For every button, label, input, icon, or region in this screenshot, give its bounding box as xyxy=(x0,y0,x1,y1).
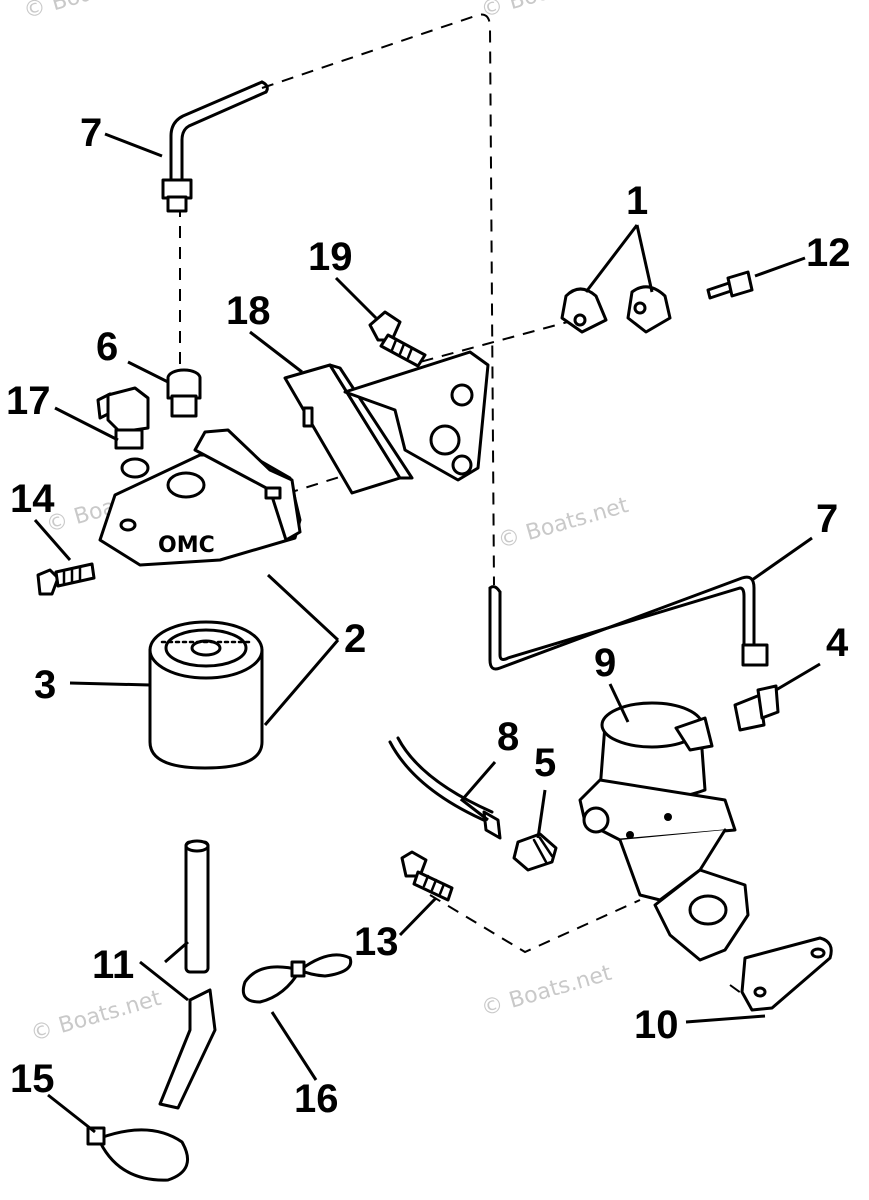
watermark-text: © Boats.net xyxy=(21,0,157,24)
screw-icon xyxy=(400,850,454,902)
fitting-icon xyxy=(733,684,780,732)
callout-19: 19 xyxy=(308,235,353,279)
callout-14: 14 xyxy=(10,477,55,521)
callout-2: 2 xyxy=(344,617,366,661)
leader-lines xyxy=(33,132,821,1134)
clamp-icon xyxy=(560,285,672,334)
tie-strap-icon xyxy=(241,953,353,1004)
filter-base-icon: OMC xyxy=(98,428,302,567)
bolt-icon xyxy=(368,310,427,368)
watermark-text: © Boats.net xyxy=(478,0,614,23)
filter-bracket-icon xyxy=(283,350,490,495)
callout-9: 9 xyxy=(594,641,616,685)
callout-17: 17 xyxy=(6,379,51,423)
elbow-fitting-icon xyxy=(96,386,150,450)
watermark-text: © Boats.net xyxy=(479,961,615,1022)
callout-4: 4 xyxy=(826,621,849,665)
watermark-text: © Boats.net xyxy=(495,493,631,554)
callout-7-upper: 7 xyxy=(80,111,102,155)
callout-3: 3 xyxy=(34,663,56,707)
gasket-icon xyxy=(740,936,833,1012)
callout-labels: 1 2 3 4 5 6 7 7 8 9 10 11 12 13 14 15 16… xyxy=(6,111,851,1121)
fuel-line-icon xyxy=(488,575,769,671)
callout-5: 5 xyxy=(534,741,556,785)
fuel-filter-icon xyxy=(148,620,264,770)
watermark-text: © Boats.net xyxy=(28,986,164,1047)
screw-icon xyxy=(36,562,96,596)
callout-6: 6 xyxy=(96,325,118,369)
filter-base-marking: OMC xyxy=(158,533,215,558)
callout-16: 16 xyxy=(294,1077,339,1121)
callout-15: 15 xyxy=(10,1057,55,1101)
callout-8: 8 xyxy=(497,715,519,759)
callout-13: 13 xyxy=(354,920,399,964)
callout-12: 12 xyxy=(806,231,851,275)
fuel-pump-icon xyxy=(578,701,750,962)
elbow-icon xyxy=(512,832,558,872)
callout-7-lower: 7 xyxy=(816,497,838,541)
callout-11: 11 xyxy=(92,943,134,987)
hose-icon xyxy=(158,839,217,1110)
fuel-line-icon xyxy=(388,736,502,840)
fuel-line-icon xyxy=(161,80,269,213)
tie-strap-icon xyxy=(86,1126,190,1182)
screw-icon xyxy=(706,270,754,300)
callout-18: 18 xyxy=(226,289,271,333)
fitting-icon xyxy=(166,368,202,418)
callout-10: 10 xyxy=(634,1003,679,1047)
callout-1: 1 xyxy=(626,179,648,223)
